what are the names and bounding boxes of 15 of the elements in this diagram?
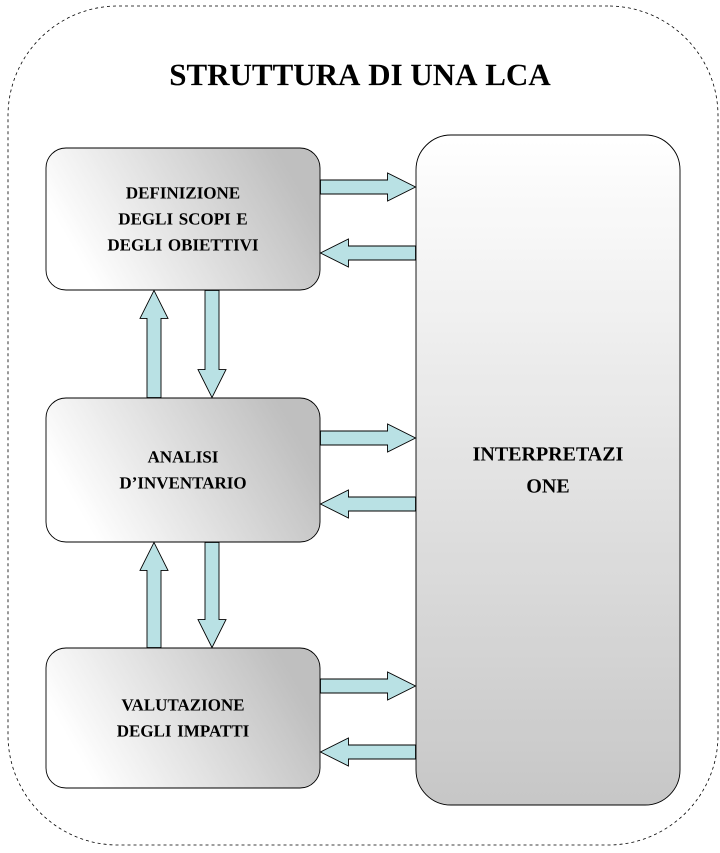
process-box: INTERPRETAZI ONE <box>416 134 680 806</box>
block-arrow <box>320 423 417 453</box>
block-arrow <box>320 172 417 202</box>
title: STRUTTURA DI UNA LCA <box>170 64 550 86</box>
block-arrow <box>319 737 416 767</box>
block-arrow <box>197 290 227 399</box>
block-arrow <box>319 238 416 268</box>
process-box: ANALISI D’INVENTARIO <box>46 398 320 542</box>
block-arrow <box>139 289 169 398</box>
block-arrow <box>139 541 169 648</box>
block-arrow <box>319 489 416 519</box>
block-arrow <box>197 542 227 649</box>
block-arrow <box>320 671 417 701</box>
process-box: VALUTAZIONE DEGLI IMPATTI <box>46 648 320 788</box>
process-box: DEFINIZIONE DEGLI SCOPI E DEGLI OBIETTIVI <box>46 148 320 290</box>
